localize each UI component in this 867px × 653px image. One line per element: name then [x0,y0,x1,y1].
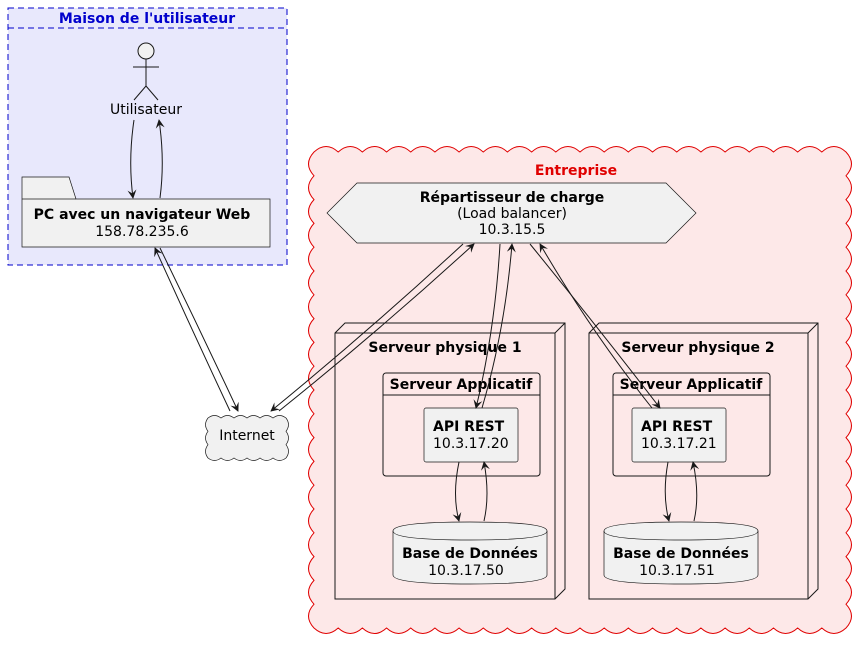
database-1: Base de Données 10.3.17.50 [392,521,548,585]
arrow-api1-to-db1 [452,461,462,522]
home-title: Maison de l'utilisateur [59,11,235,27]
lb-name: Répartisseur de charge [420,190,605,206]
arrow-api2-to-db2 [662,461,672,522]
arrow-db1-to-api1 [481,461,490,522]
internet-cloud: Internet [205,415,289,461]
load-balancer: Répartisseur de charge (Load balancer) 1… [326,182,697,244]
api1-name: API REST [433,419,505,435]
app-server2-title: Serveur Applicatif [620,377,764,393]
user-actor [133,42,159,101]
arrow-pc-to-actor [155,119,165,199]
arrow-lb-to-api2 [529,243,661,409]
lb-sub: (Load balancer) [457,206,567,222]
pc-name: PC avec un navigateur Web [34,207,251,223]
db2-name: Base de Données [613,546,749,562]
pc-folder: PC avec un navigateur Web 158.78.235.6 [21,176,271,248]
arrow-lb-to-api1 [473,243,501,409]
api-rest-1: API REST 10.3.17.20 [423,407,519,463]
connectors [127,119,700,522]
api2-name: API REST [641,419,713,435]
db1-ip: 10.3.17.50 [428,563,504,579]
arrow-pc-to-internet [159,247,239,412]
arrow-api1-to-lb [481,243,516,409]
server2-title: Serveur physique 2 [621,340,774,356]
arrow-actor-to-pc [127,119,137,199]
internet-label: Internet [219,428,275,444]
app-server1-title: Serveur Applicatif [390,377,534,393]
api1-ip: 10.3.17.20 [433,436,509,452]
actor-label: Utilisateur [110,102,182,118]
db1-name: Base de Données [402,546,538,562]
api-rest-2: API REST 10.3.17.21 [631,407,727,463]
lb-ip: 10.3.15.5 [479,222,546,238]
arrow-db2-to-api2 [690,461,700,522]
enterprise-title: Entreprise [535,163,617,179]
database-2: Base de Données 10.3.17.51 [603,521,759,585]
arrow-internet-to-pc [154,247,231,412]
db2-ip: 10.3.17.51 [639,563,715,579]
arrow-lb-to-internet [270,243,464,412]
arrow-api2-to-lb [539,243,653,409]
server1-title: Serveur physique 1 [368,340,521,356]
pc-ip: 158.78.235.6 [95,224,189,240]
api2-ip: 10.3.17.21 [641,436,717,452]
arrow-internet-to-lb [278,243,475,412]
